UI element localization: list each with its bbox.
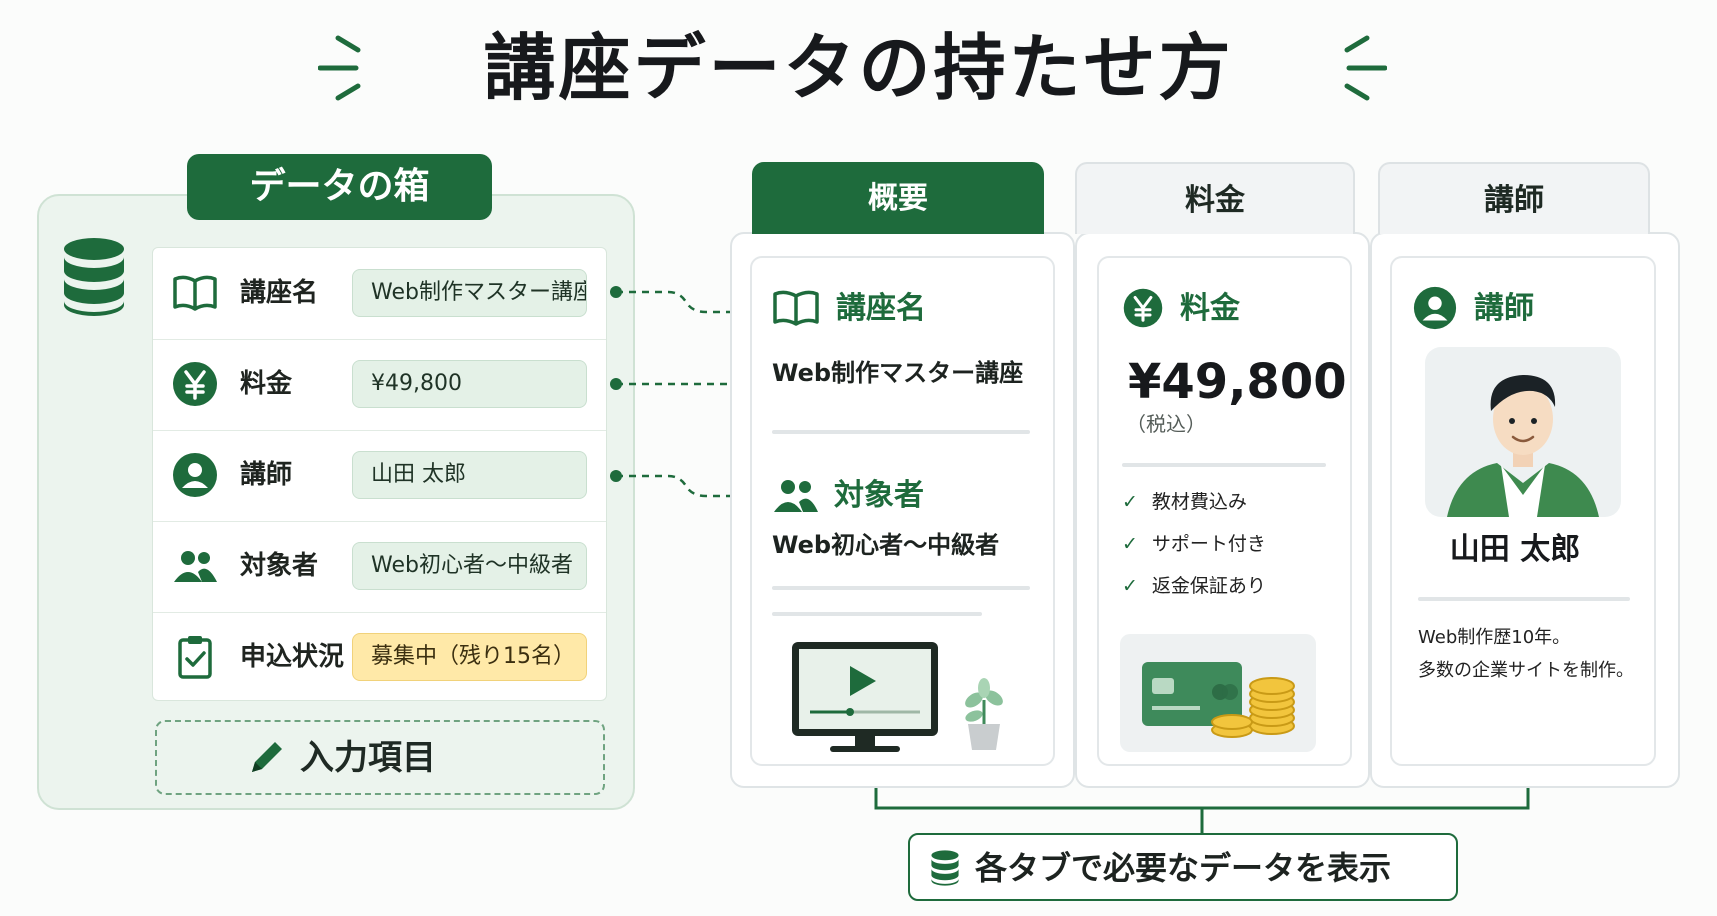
video-monitor-icon bbox=[792, 642, 938, 752]
yen-icon bbox=[173, 362, 217, 406]
field-value[interactable]: ¥49,800 bbox=[352, 360, 587, 408]
field-row-teacher: 講師 山田 太郎 bbox=[153, 430, 606, 520]
footer-text: 各タブで必要なデータを表示 bbox=[975, 849, 1392, 887]
plant-icon bbox=[965, 678, 1003, 750]
divider bbox=[772, 430, 1030, 434]
feature-item: ✓サポート付き bbox=[1122, 533, 1266, 555]
teacher-avatar bbox=[1425, 347, 1621, 517]
footer-callout bbox=[908, 833, 1458, 901]
field-label: 講師 bbox=[240, 460, 293, 490]
data-box-title: データの箱 bbox=[187, 154, 492, 220]
teacher-name: 山田 太郎 bbox=[1449, 532, 1581, 567]
group-icon bbox=[774, 480, 818, 512]
input-fields-box bbox=[155, 720, 605, 795]
teacher-heading: 講師 bbox=[1474, 291, 1534, 326]
sparkle-left-icon bbox=[318, 35, 361, 101]
field-value[interactable]: Web制作マスター講座 bbox=[352, 269, 587, 317]
database-icon bbox=[931, 850, 959, 886]
tab-overview[interactable]: 概要 bbox=[752, 162, 1044, 234]
field-list: 講座名 Web制作マスター講座 料金 ¥49,800 講師 山田 太郎 対象者 … bbox=[152, 247, 607, 701]
price-amount: ¥49,800 bbox=[1128, 354, 1347, 410]
field-label: 申込状況 bbox=[240, 642, 345, 672]
check-icon: ✓ bbox=[1122, 533, 1138, 555]
book-icon bbox=[173, 275, 217, 311]
database-icon bbox=[64, 238, 124, 316]
field-value[interactable]: Web初心者〜中級者 bbox=[352, 542, 587, 590]
price-tax-note: （税込） bbox=[1126, 412, 1206, 436]
check-icon: ✓ bbox=[1122, 491, 1138, 513]
field-label: 対象者 bbox=[240, 551, 319, 581]
price-heading: 料金 bbox=[1180, 291, 1240, 326]
field-row-audience: 対象者 Web初心者〜中級者 bbox=[153, 521, 606, 611]
feature-item: ✓教材費込み bbox=[1122, 491, 1247, 513]
feature-item: ✓返金保証あり bbox=[1122, 575, 1266, 597]
divider bbox=[772, 612, 982, 616]
audience-value: Web初心者〜中級者 bbox=[772, 531, 1000, 559]
field-row-course-name: 講座名 Web制作マスター講座 bbox=[153, 248, 606, 338]
tab-teacher[interactable]: 講師 bbox=[1378, 162, 1650, 234]
person-icon bbox=[1413, 286, 1457, 330]
course-name-heading: 講座名 bbox=[836, 291, 926, 326]
divider bbox=[1122, 463, 1326, 467]
field-row-status: 申込状況 募集中（残り15名） bbox=[153, 612, 606, 702]
sparkle-right-icon bbox=[1344, 35, 1387, 101]
divider bbox=[1418, 597, 1630, 601]
field-row-price: 料金 ¥49,800 bbox=[153, 339, 606, 429]
divider bbox=[772, 586, 1030, 590]
check-icon: ✓ bbox=[1122, 575, 1138, 597]
person-icon bbox=[173, 453, 217, 497]
field-value[interactable]: 山田 太郎 bbox=[352, 451, 587, 499]
course-name-value: Web制作マスター講座 bbox=[772, 359, 1024, 387]
page-title: 講座データの持たせ方 bbox=[483, 26, 1234, 110]
field-value-status-badge[interactable]: 募集中（残り15名） bbox=[352, 633, 587, 681]
tab-price[interactable]: 料金 bbox=[1075, 162, 1355, 234]
audience-heading: 対象者 bbox=[834, 478, 924, 513]
field-label: 講座名 bbox=[240, 278, 319, 308]
pencil-icon bbox=[252, 742, 282, 772]
book-icon bbox=[773, 290, 819, 326]
teacher-bio-line: 多数の企業サイトを制作。 bbox=[1418, 660, 1634, 681]
clipboard-check-icon bbox=[178, 636, 212, 679]
yen-icon bbox=[1123, 288, 1163, 328]
group-icon bbox=[174, 551, 217, 582]
field-label: 料金 bbox=[240, 369, 293, 399]
input-fields-label: 入力項目 bbox=[300, 738, 436, 778]
card-and-coins-icon bbox=[1120, 634, 1316, 752]
teacher-bio-line: Web制作歴10年。 bbox=[1418, 627, 1571, 648]
